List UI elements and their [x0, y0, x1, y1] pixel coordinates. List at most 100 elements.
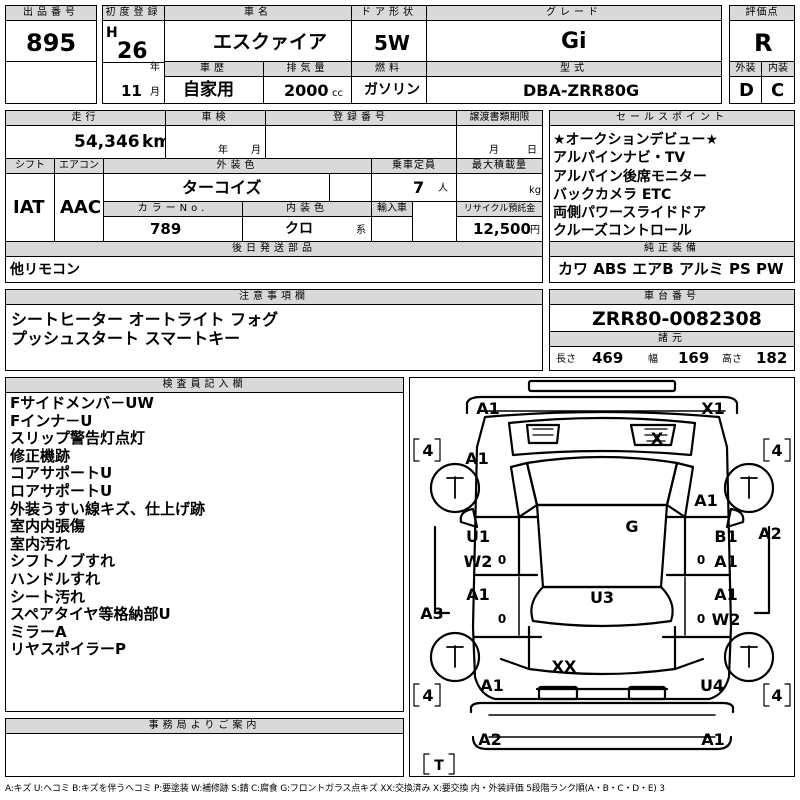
max-load-header: 最大積載量 [456, 158, 543, 174]
diagram-label: A1 [694, 491, 718, 510]
grade-header: グレード [426, 5, 722, 21]
rear-window-shape [530, 585, 674, 628]
capacity-cell: 7 人 [371, 173, 457, 202]
windshield-shape [525, 455, 679, 507]
max-load-cell: kg [456, 173, 543, 202]
car-name-cell: エスクァイア [164, 20, 352, 62]
registration-number-cell [265, 125, 457, 159]
lot-number-cell: 895 [5, 20, 97, 62]
inspector-note: 室内内張傷 [10, 517, 86, 536]
inspector-note: 修正機跡 [10, 446, 71, 465]
notes-box: シートヒーター オートライト フォグ プッシュスタート スマートキー [5, 304, 543, 371]
note-line: プッシュスタート スマートキー [11, 329, 241, 348]
roof-shape [535, 503, 669, 589]
diagram-label: X [651, 429, 664, 448]
inspection-month-unit: 月 [251, 145, 261, 156]
width: 169 [678, 349, 710, 367]
import-header: 輸入車 [371, 201, 413, 217]
mileage: 54,346 [74, 132, 140, 152]
rear-left-wheel-shape [429, 631, 481, 683]
recycle-cell: 12,500 円 [456, 216, 543, 242]
month-unit: 月 [150, 87, 160, 98]
interior-color-cell: クロ 系 [242, 216, 372, 242]
diagram-label: A1 [465, 449, 489, 468]
import-blank [412, 201, 457, 242]
later-parts-cell: 他リモコン [5, 256, 543, 283]
diagram-label: U4 [700, 676, 724, 695]
color-number-cell: 789 [103, 216, 243, 242]
score-cell: R [729, 20, 795, 62]
legend-text: A:キズ U:ヘコミ B:キズを伴うヘコミ P:要塗装 W:補修跡 S:錆 C:… [5, 784, 665, 794]
diagram-label: XX [552, 657, 577, 676]
transfer-deadline-header: 譲渡書類期限 [456, 110, 543, 126]
exterior-color-header: 外装色 [103, 158, 372, 174]
front-left-wheel-shape [429, 462, 481, 514]
exterior-color: ターコイズ [182, 178, 262, 197]
exterior-color-cell: ターコイズ [103, 173, 330, 202]
lot-number-header: 出品番号 [5, 5, 97, 21]
interior-color-header: 内装色 [242, 201, 372, 217]
diagram-label: G [625, 517, 638, 536]
recycle-header: リサイクル預託金 [456, 201, 543, 217]
zero-mark: 0 [697, 612, 705, 626]
inspector-note: ハンドルすれ [10, 569, 101, 588]
diagram-label: A1 [714, 552, 738, 571]
inspector-note: 室内汚れ [10, 534, 71, 553]
diagram-label: A1 [466, 585, 490, 604]
chassis-number-cell: ZRR80-0082308 [549, 304, 795, 332]
tire-tread: 4 [771, 686, 782, 705]
later-parts: 他リモコン [10, 262, 80, 278]
height-label: 高さ [722, 354, 742, 365]
diagram-label: W2 [712, 610, 741, 629]
length-label: 長さ [556, 354, 576, 365]
selling-point: 両側パワースライドドア [553, 205, 707, 222]
selling-point: アルパインナビ・TV [553, 150, 686, 167]
door-type-header: ドア形状 [351, 5, 427, 21]
lot-number-blank [5, 61, 97, 104]
car-damage-diagram: 0 0 0 0 A1 X1 X A1 A1 G A2 U1 W2 B1 A1 A… [413, 379, 791, 775]
specs-header: 諸元 [549, 331, 795, 347]
fuel-cell: ガソリン [351, 76, 427, 104]
selling-point: クルーズコントロール [553, 223, 692, 240]
mileage-unit: km [142, 132, 172, 152]
inspector-note: スリップ警告灯点灯 [10, 429, 146, 448]
diagram-label: A1 [476, 399, 500, 418]
selling-point: バックカメラ ETC [553, 186, 672, 203]
inspector-note: ミラーA [10, 622, 67, 641]
capacity-header: 乗車定員 [371, 158, 457, 174]
notes-list: シートヒーター オートライト フォグ プッシュスタート スマートキー [11, 310, 278, 348]
shift-cell: IAT [5, 173, 55, 242]
zero-mark: 0 [498, 553, 506, 567]
spare-tire-mark: T [434, 758, 444, 774]
interior-color-unit: 系 [356, 225, 366, 236]
note-line: シートヒーター オートライト フォグ [11, 310, 279, 329]
recycle-unit: 円 [530, 225, 540, 236]
equipment-header: 純正装備 [549, 241, 795, 257]
registration-number-header: 登録番号 [265, 110, 457, 126]
exterior-color-extra [329, 173, 372, 202]
displacement-unit: cc [332, 88, 343, 99]
history: 自家用 [183, 80, 234, 100]
chassis-number: ZRR80-0082308 [592, 308, 762, 330]
diagram-label: A1 [480, 676, 504, 695]
exterior-header: 外装 [729, 61, 762, 77]
score: R [754, 29, 773, 57]
lot-number: 895 [26, 29, 77, 57]
inspector-note: Fサイドメンバ－UW [10, 394, 154, 412]
inspector-note: シフトノブすれ [10, 552, 116, 571]
fuel-header: 燃料 [351, 61, 427, 77]
selling-point: アルパイン後席モニター [553, 168, 707, 185]
notes-header: 注意事項欄 [5, 289, 543, 305]
inspector-note: コアサポートU [10, 464, 113, 483]
history-cell: 自家用 [164, 76, 264, 104]
first-registration-cell: H 26 年 11 月 [102, 20, 165, 104]
door-type-cell: 5W [351, 20, 427, 62]
diagram-label: A3 [420, 604, 444, 623]
diagram-label: A1 [714, 585, 738, 604]
diagram-label: A2 [758, 524, 782, 543]
interior-grade: C [771, 80, 785, 101]
equipment-cell: カワ ABS エアB アルミ PS PW [549, 256, 795, 283]
inspector-note: リヤスポイラーP [10, 640, 126, 659]
era-label: H [106, 25, 118, 41]
import-cell [371, 216, 413, 242]
